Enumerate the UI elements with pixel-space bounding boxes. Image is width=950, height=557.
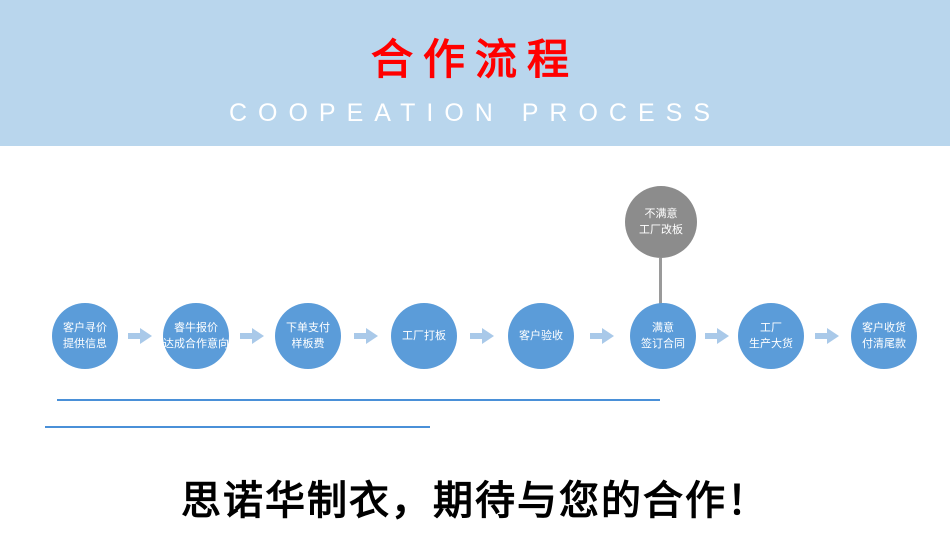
step-line: 付清尾款 <box>862 338 906 350</box>
flow-arrow-icon <box>354 328 378 344</box>
step-circle-order-payment: 下单支付 样板费 <box>275 303 341 369</box>
step-circle-factory-sample: 工厂打板 <box>391 303 457 369</box>
step-line: 客户寻价 <box>63 321 107 334</box>
step-circle-bulk-production: 工厂 生产大货 <box>738 303 804 369</box>
step-line: 签订合同 <box>641 338 685 350</box>
step-line: 提供信息 <box>63 338 107 350</box>
step-line: 生产大货 <box>749 338 793 350</box>
branch-connector-line <box>659 258 662 304</box>
step-line: 满意 <box>652 321 674 334</box>
banner: 合作流程 COOPEATION PROCESS <box>0 0 950 146</box>
step-line: 达成合作意向 <box>163 338 229 350</box>
flow-diagram: 不满意 工厂改板 客户寻价 提供信息 睿牛报价 达成合作意向 下单支付 样板费 … <box>0 146 950 446</box>
step-line: 睿牛报价 <box>174 321 218 334</box>
banner-subtitle: COOPEATION PROCESS <box>228 99 722 127</box>
step-line: 下单支付 <box>286 321 330 334</box>
step-line: 工厂 <box>760 321 782 334</box>
alt-step-circle-rework: 不满意 工厂改板 <box>625 186 697 258</box>
flow-arrow-icon <box>240 328 264 344</box>
flow-arrow-icon <box>590 328 614 344</box>
step-line: 客户收货 <box>862 321 906 334</box>
step-circle-receive-goods: 客户收货 付清尾款 <box>851 303 917 369</box>
step-circle-quotation: 睿牛报价 达成合作意向 <box>163 303 229 369</box>
banner-title: 合作流程 <box>370 36 579 83</box>
step-circle-customer-check: 客户验收 <box>508 303 574 369</box>
flow-arrow-icon <box>815 328 839 344</box>
step-line: 不满意 <box>644 207 678 220</box>
step-circle-customer-inquiry: 客户寻价 提供信息 <box>52 303 118 369</box>
flow-arrow-icon <box>128 328 152 344</box>
flow-arrow-icon <box>705 328 729 344</box>
decorative-line-short <box>45 426 430 428</box>
step-line: 样板费 <box>291 338 325 350</box>
step-line: 工厂改板 <box>639 224 683 236</box>
step-circle-sign-contract: 满意 签订合同 <box>630 303 696 369</box>
footer-slogan: 思诺华制衣，期待与您的合作！ <box>181 478 769 524</box>
step-line: 客户验收 <box>519 329 563 342</box>
decorative-line-long <box>57 399 660 401</box>
flow-arrow-icon <box>470 328 494 344</box>
step-line: 工厂打板 <box>402 329 446 342</box>
